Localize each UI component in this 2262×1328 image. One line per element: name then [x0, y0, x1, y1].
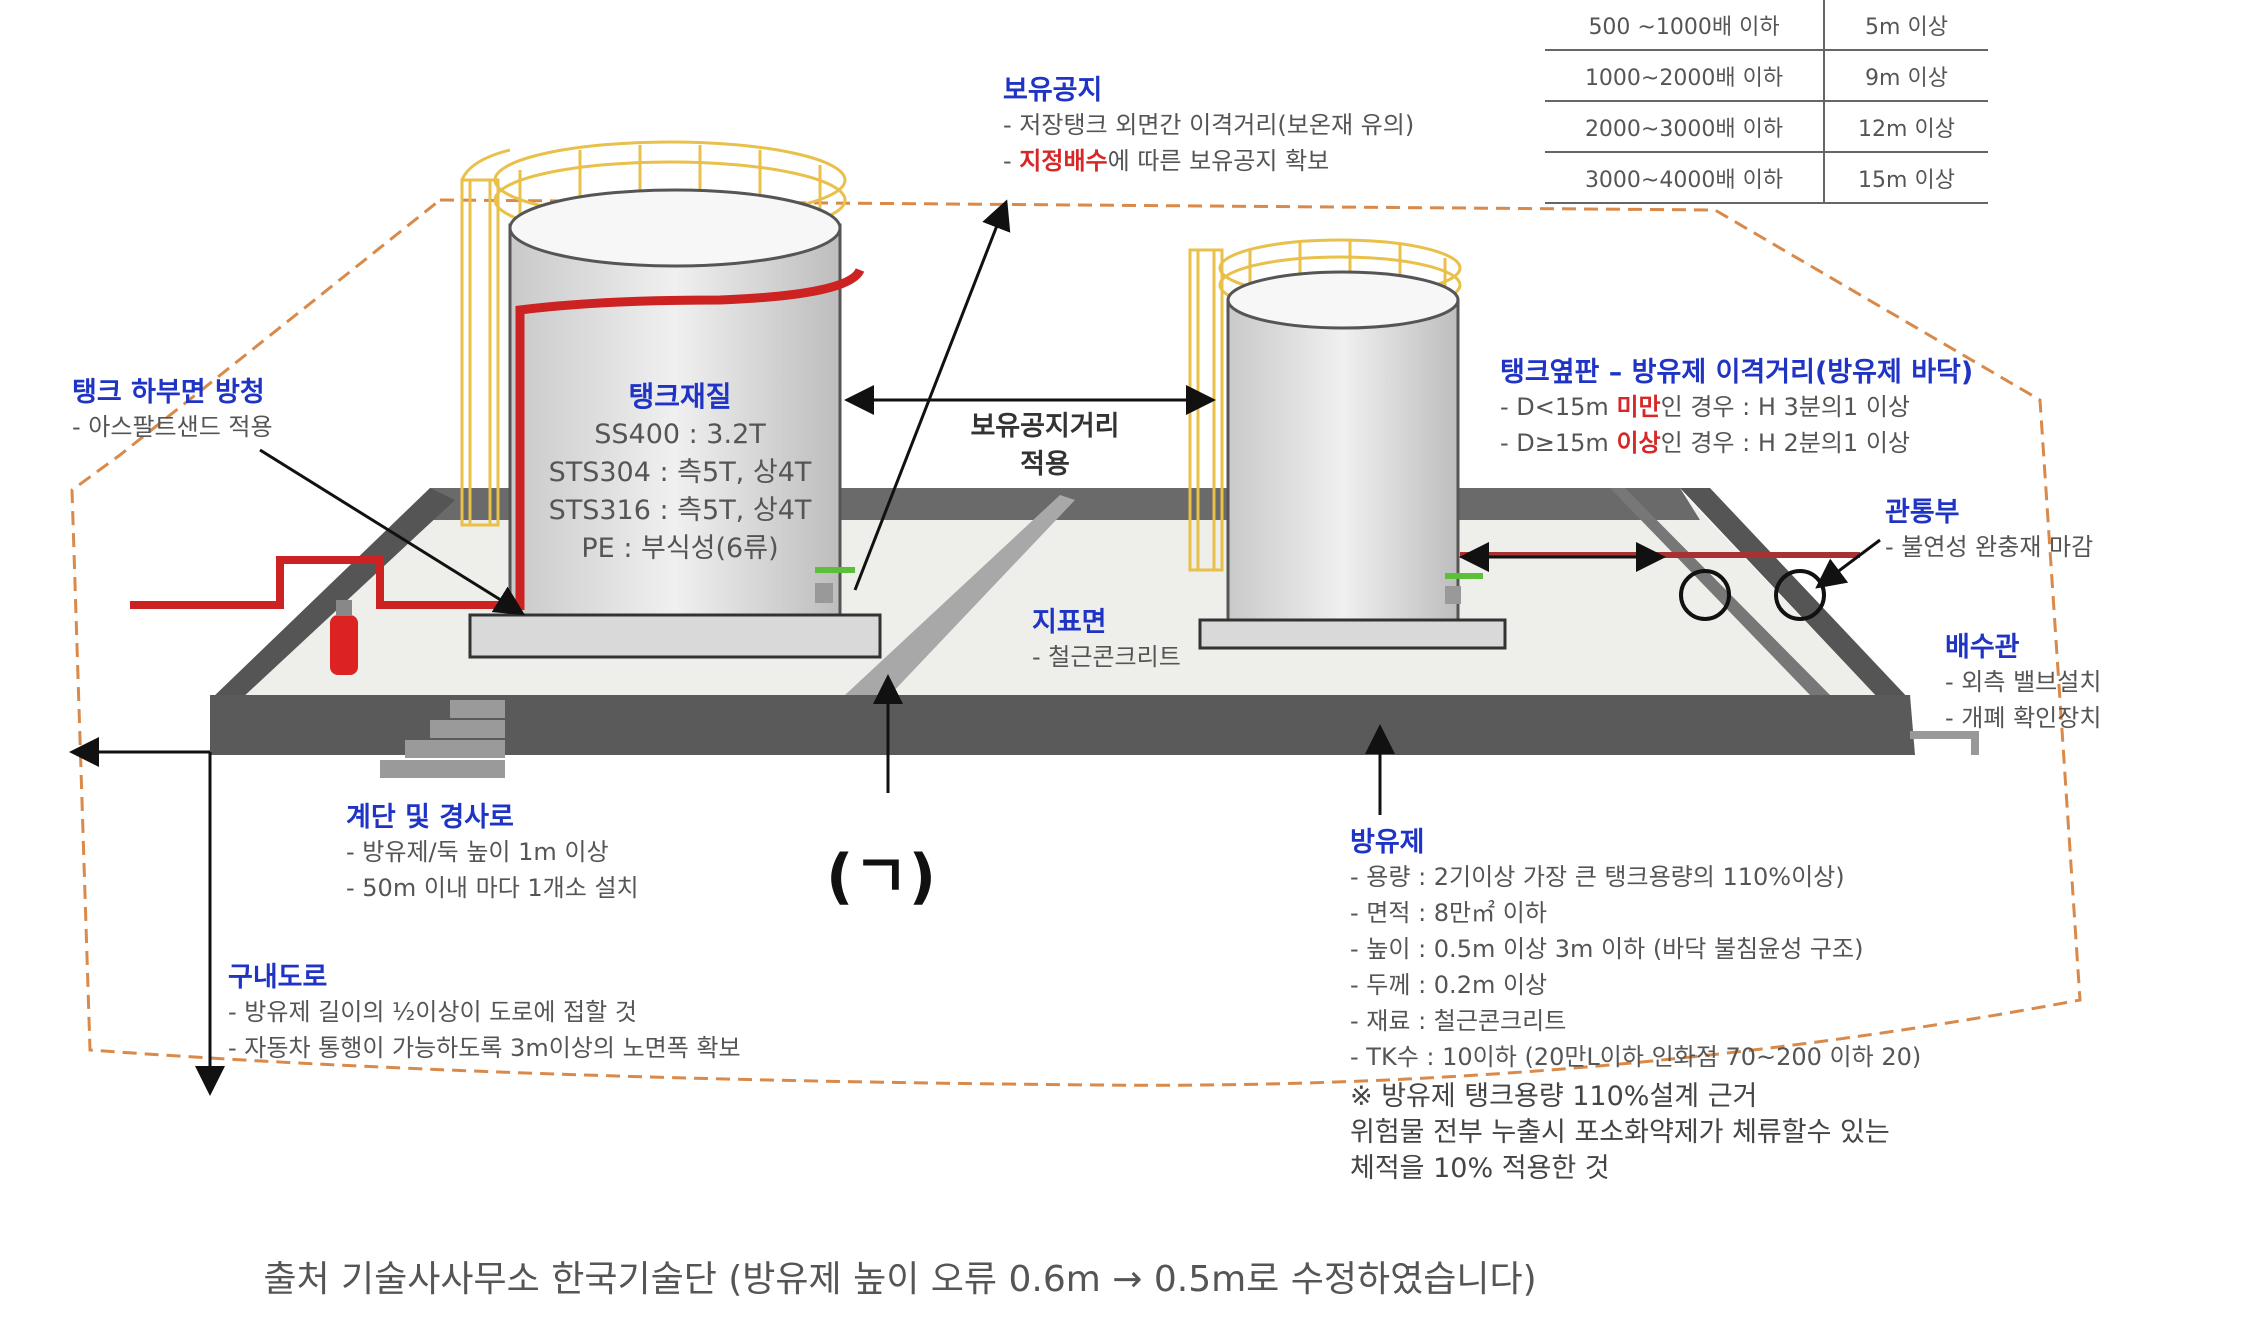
- stairs-label: 계단 및 경사로 - 방유제/둑 높이 1m 이상 - 50m 이내 마다 1개…: [346, 802, 639, 902]
- boyu-distance-label: 보유공지거리 적용: [970, 411, 1120, 480]
- pipe-red-left: [130, 556, 510, 609]
- inner-wall-right: [1610, 488, 1830, 695]
- fire-extinguisher-icon: [330, 600, 358, 675]
- drain-pipe: [1910, 731, 1979, 755]
- blank-answer-box: [700, 793, 1276, 989]
- tank-bottom-label: 탱크 하부면 방청 - 아스팔트샌드 적용: [72, 377, 273, 441]
- partition-wall: [845, 495, 1075, 695]
- side-plate-label: 탱크옆판 – 방유제 이격거리(방유제 바닥) - D<15m 미만인 경우 :…: [1500, 357, 1974, 457]
- road-label: 구내도로 - 방유제 길이의 ½이상이 도로에 접할 것 - 자동차 통행이 가…: [228, 962, 741, 1062]
- stairs: [380, 700, 505, 778]
- drain-label: 배수관 - 외측 밸브설치 - 개폐 확인장치: [1945, 632, 2102, 732]
- penetration-circle-2: [1774, 569, 1826, 621]
- boyu-label: 보유공지 - 저장탱크 외면간 이격거리(보온재 유의) - 지정배수에 따른 …: [1003, 75, 1415, 175]
- dashed-boundary: [70, 198, 2082, 1087]
- tank-left-base: [468, 613, 882, 659]
- dike-front-wall: [210, 695, 1915, 755]
- tank-right-body: [1226, 298, 1460, 622]
- dike-label: 방유제 - 용량 : 2기이상 가장 큰 탱크용량의 110%이상) - 면적 …: [1350, 827, 1922, 1184]
- blank-label: (ㄱ): [826, 842, 937, 912]
- tank-right-base: [1198, 618, 1507, 650]
- source-caption: 출처 기술사사무소 한국기술단 (방유제 높이 오류 0.6m → 0.5m로 …: [263, 1259, 1537, 1300]
- penetration-label: 관통부 - 불연성 완충재 마감: [1885, 497, 2094, 561]
- surface-label: 지표면 - 철근콘크리트: [1032, 607, 1181, 671]
- tank-left-body: [508, 223, 842, 617]
- penetration-circle-1: [1679, 569, 1731, 621]
- insulation-red: [515, 267, 865, 610]
- dike-left-wall: [210, 488, 455, 700]
- tank-material-label: 탱크재질 SS400 : 3.2T STS304 : 측5T, 상4T STS3…: [548, 380, 812, 564]
- dike-right-wall: [1680, 488, 1910, 700]
